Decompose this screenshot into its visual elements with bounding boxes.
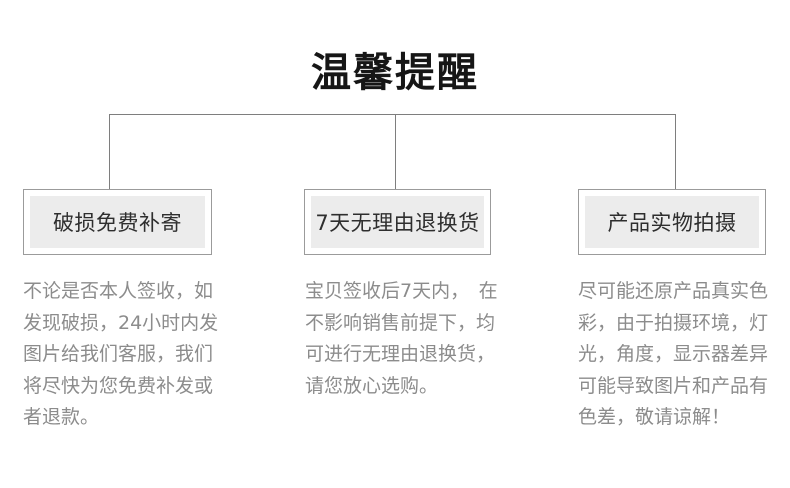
policy-box-damage-free-resend: 破损免费补寄: [23, 189, 212, 255]
connector-horizontal-line: [109, 114, 676, 115]
policy-box-inner-panel: 产品实物拍摄: [585, 196, 759, 248]
connector-drop-middle: [395, 114, 396, 190]
policy-box-7day-return: 7天无理由退换货: [304, 189, 491, 255]
policy-box-inner-panel: 7天无理由退换货: [311, 196, 484, 248]
connector-drop-right: [675, 114, 676, 190]
policy-description-damage-free-resend: 不论是否本人签收，如 发现破损，24小时内发 图片给我们客服，我们 将尽快为您免…: [23, 280, 219, 428]
page-title: 温馨提醒: [311, 50, 479, 96]
policy-box-inner-panel: 破损免费补寄: [30, 196, 205, 248]
policy-box-label: 产品实物拍摄: [607, 211, 737, 235]
policy-description-real-product-photo: 尽可能还原产品真实色 彩，由于拍摄环境，灯 光，角度，显示器差异 可能导致图片和…: [578, 280, 769, 428]
policy-box-label: 7天无理由退换货: [315, 211, 480, 235]
policy-box-real-product-photo: 产品实物拍摄: [578, 189, 766, 255]
policy-box-label: 破损免费补寄: [53, 211, 182, 235]
connector-drop-left: [109, 114, 110, 190]
policy-description-7day-return: 宝贝签收后7天内， 在 不影响销售前提下，均 可进行无理由退换货， 请您放心选购…: [305, 280, 498, 397]
